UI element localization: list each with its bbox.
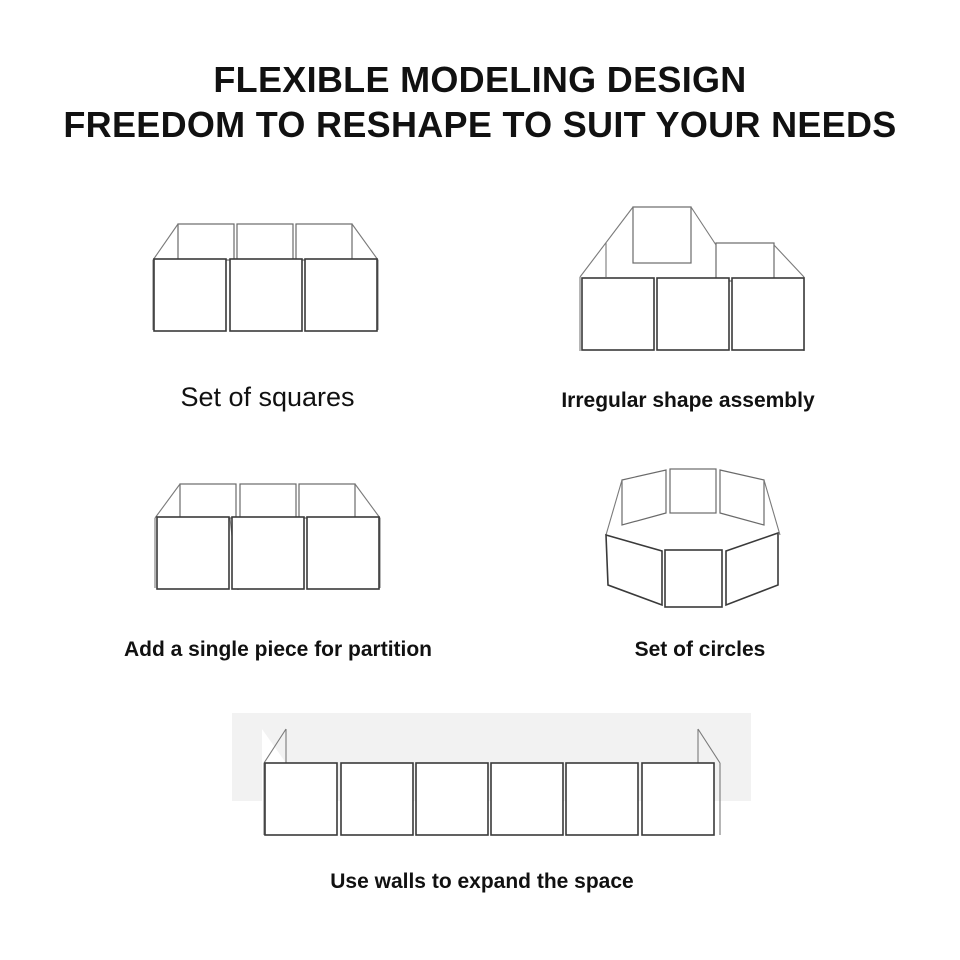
caption-use-walls: Use walls to expand the space (330, 870, 634, 893)
circle-fence-icon (605, 468, 781, 608)
partition-fence-icon (154, 483, 381, 591)
page-title-line2: FREEDOM TO RESHAPE TO SUIT YOUR NEEDS (63, 104, 897, 145)
caption-set-of-circles: Set of circles (634, 638, 766, 661)
caption-irregular-shape: Irregular shape assembly (561, 389, 815, 412)
caption-partition: Add a single piece for partition (123, 638, 433, 661)
page-title-line1: FLEXIBLE MODELING DESIGN (213, 59, 747, 100)
wall-fence-icon (232, 713, 751, 836)
caption-set-of-squares: Set of squares (180, 382, 355, 412)
irregular-fence-icon (579, 206, 805, 351)
square-fence-icon (152, 223, 379, 332)
